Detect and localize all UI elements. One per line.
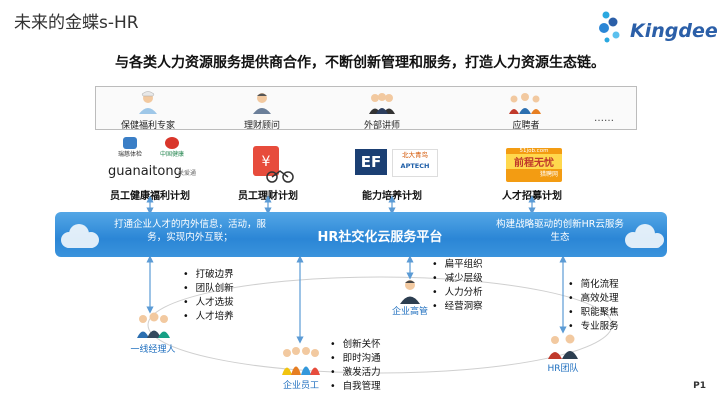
finance-brand-icon [266, 170, 294, 183]
list-item: 团队创新 [183, 282, 234, 296]
svg-text:¥: ¥ [262, 154, 271, 170]
list-item: 职能聚焦 [568, 306, 619, 320]
executives-bullets: 扁平组织 减少层级 人力分析 经营洞察 [432, 258, 483, 314]
provider-label-lecturers: 外部讲师 [363, 121, 400, 131]
kingdee-dots-icon [599, 11, 620, 43]
executive-icon [400, 280, 420, 304]
guanaitong-logo: guanaitong [108, 164, 182, 179]
aptech-logo: 北大青鸟 APTECH [392, 149, 438, 177]
employees-icon [282, 347, 320, 375]
cloud-decoration-icon [61, 224, 664, 248]
finance-card-icon: ¥ [253, 146, 279, 176]
hr-team-label: HR团队 [547, 364, 579, 374]
list-item: 人力分析 [432, 286, 483, 300]
logo-text: Kingdee [630, 20, 718, 42]
providers-more: …… [594, 113, 614, 124]
list-item: 高效处理 [568, 292, 619, 306]
platform-right-text: 构建战略驱动的创新HR云服务生态 [496, 219, 624, 243]
provider-label-applicants: 应聘者 [512, 121, 540, 131]
china-health-logo: 中国健康 [152, 137, 192, 163]
list-item: 激发活力 [330, 366, 381, 380]
employees-label: 企业员工 [282, 381, 319, 391]
list-item: 创新关怀 [330, 338, 381, 352]
ruici-logo: 瑞慈体检 [110, 137, 150, 163]
lecturers-icon [369, 93, 395, 114]
kingdee-logo: Kingdee [596, 10, 718, 46]
list-item: 自我管理 [330, 380, 381, 394]
providers-box [95, 86, 637, 130]
provider-label-health: 保健福利专家 [120, 121, 175, 131]
51job-logo: 51job.com 前程无忧 猎聘网 [506, 148, 562, 182]
page-number: P1 [693, 381, 706, 391]
list-item: 专业服务 [568, 320, 619, 334]
list-item: 减少层级 [432, 272, 483, 286]
applicants-icon [509, 93, 541, 114]
list-item: 人才培养 [183, 310, 234, 324]
ef-logo: EF [355, 149, 387, 175]
list-item: 即时沟通 [330, 352, 381, 366]
platform-title: HR社交化云服务平台 [317, 230, 443, 245]
line-managers-icon [137, 312, 170, 338]
list-item: 打破边界 [183, 268, 234, 282]
list-item: 扁平组织 [432, 258, 483, 272]
doctor-icon [139, 91, 157, 114]
page-title: 未来的金蝶s-HR [14, 13, 139, 33]
list-item: 人才选拔 [183, 296, 234, 310]
platform-band: 打通企业人才的内外信息，活动，服务，实现内外互联； HR社交化云服务平台 构建战… [55, 212, 667, 257]
list-item: 简化流程 [568, 278, 619, 292]
executives-label: 企业高管 [391, 307, 428, 317]
employees-bullets: 创新关怀 即时沟通 激发活力 自我管理 [330, 338, 381, 394]
guanaitong-cn-logo: 关爱通 [178, 170, 197, 177]
provider-label-finance: 理财顾问 [243, 121, 280, 131]
hr-team-bullets: 简化流程 高效处理 职能聚焦 专业服务 [568, 278, 619, 334]
hr-team-icon [548, 334, 578, 359]
line-manager-bullets: 打破边界 团队创新 人才选拔 人才培养 [183, 268, 234, 324]
advisor-icon [253, 93, 271, 114]
subtitle: 与各类人力资源服务提供商合作，不断创新管理和服务，打造人力资源生态链。 [115, 55, 605, 71]
list-item: 经营洞察 [432, 300, 483, 314]
platform-left-text: 打通企业人才的内外信息，活动，服务，实现内外互联； [113, 219, 266, 243]
line-manager-label: 一线经理人 [130, 345, 176, 355]
